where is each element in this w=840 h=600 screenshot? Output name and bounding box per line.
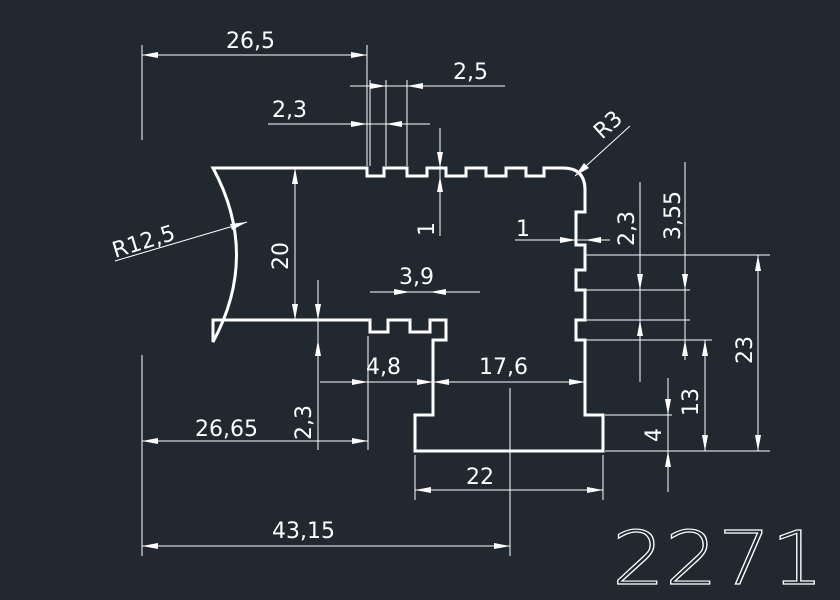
dim-groove-depth: 1: [415, 222, 440, 236]
dimension-lines: [114, 52, 761, 549]
dim-side-groove-depth: 1: [516, 217, 530, 242]
dim-base-width: 22: [466, 465, 494, 490]
profile-outline: [210, 166, 605, 453]
dim-mid-tooth-width: 3,9: [399, 265, 434, 290]
dim-step-width: 4,8: [366, 355, 401, 380]
dim-lower-step-height: 2,3: [292, 405, 317, 440]
part-number: 2271: [612, 516, 824, 600]
dim-lower-width: 26,65: [195, 417, 258, 442]
dim-stem-width: 17,6: [479, 355, 528, 380]
dim-side-notch-offset: 3,55: [661, 191, 686, 240]
dim-groove-width: 2,5: [453, 60, 488, 85]
dim-base-thickness: 4: [642, 428, 667, 442]
dim-base-height: 13: [679, 388, 704, 416]
dim-overall-width: 43,15: [272, 519, 335, 544]
dim-total-height-right: 23: [733, 336, 758, 364]
dim-tooth-width: 2,3: [272, 98, 307, 123]
dim-radius-corner: R3: [589, 106, 628, 144]
dim-side-notch-height: 2,3: [615, 211, 640, 246]
dim-radius-left: R12,5: [109, 221, 178, 264]
dim-left-height: 20: [269, 242, 294, 270]
extension-lines: [141, 45, 770, 556]
dim-top-width: 26,5: [226, 29, 275, 54]
